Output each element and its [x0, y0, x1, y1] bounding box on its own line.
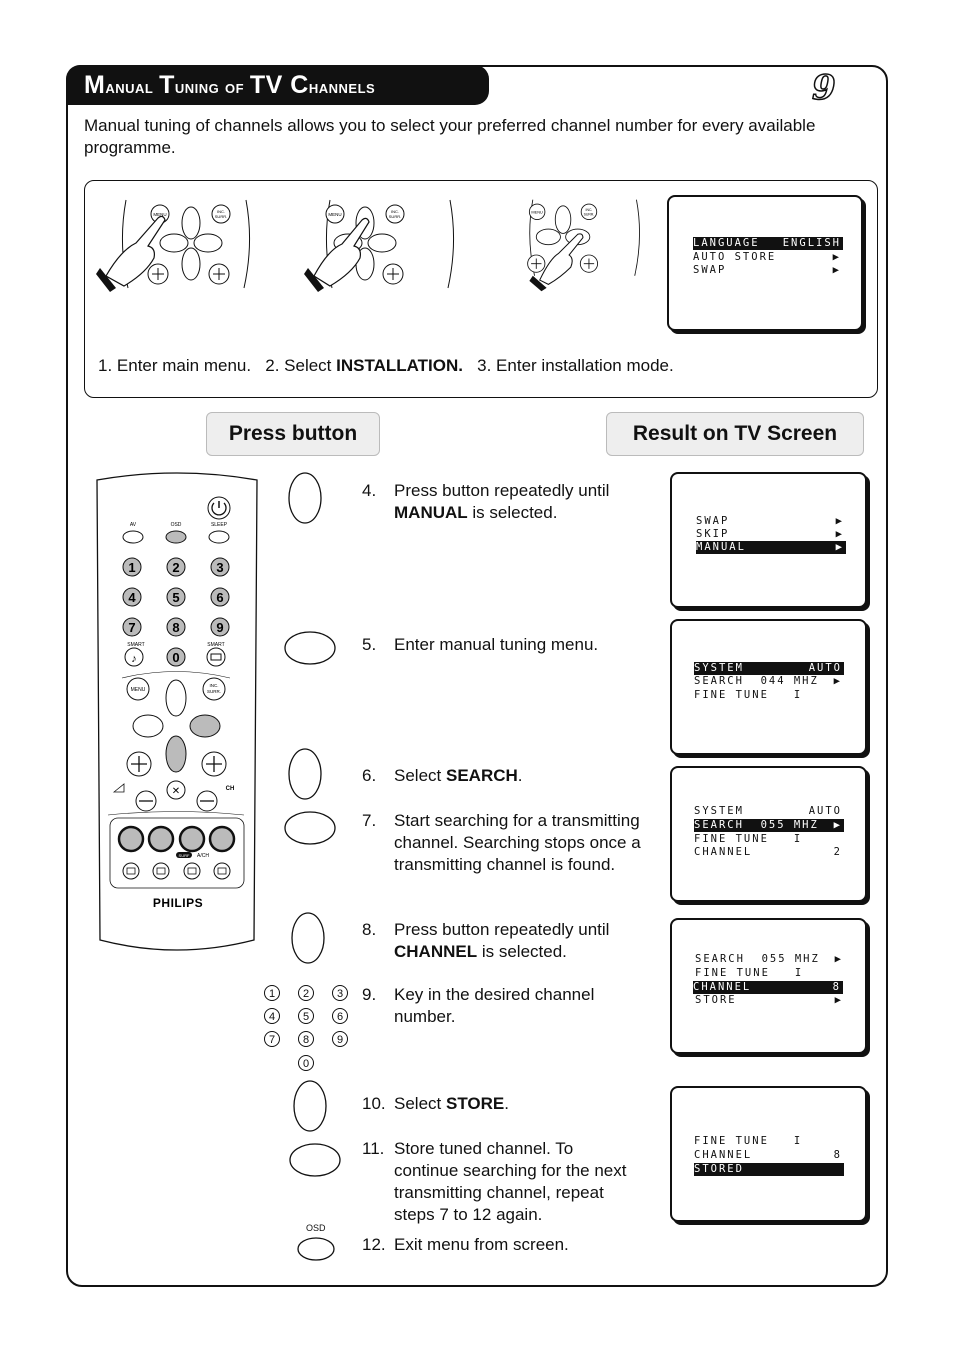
osd-text: OSD — [171, 522, 182, 528]
remote-control-illustration: AV OSD SLEEP 1 2 3 4 5 6 7 8 9 0 SMART S… — [96, 472, 258, 951]
screen-line-auto-store: AUTO STORE▶ — [693, 251, 841, 263]
svg-text:♪: ♪ — [131, 653, 137, 665]
digit-key-4: 4 — [264, 1008, 280, 1024]
digit-key-2: 2 — [298, 985, 314, 1001]
remote-key-5-text: 5 — [172, 590, 179, 605]
screen-line-fine-tune: FINE TUNE I — [695, 967, 804, 979]
remote-key-9-text: 9 — [216, 620, 223, 635]
inc-text: INC. — [217, 209, 225, 214]
screen-line-swap: SWAP▶ — [696, 515, 844, 527]
digit-key-6: 6 — [332, 1008, 348, 1024]
page-title: Manual Tuning of TV Channels — [66, 65, 489, 105]
tv-screen-manual-selected: SWAP▶ SKIP▶ MANUAL▶ — [670, 472, 867, 608]
hand-press-menu-illustration: MENU INC. SURR. — [96, 199, 251, 292]
ch-text: CH — [226, 786, 235, 792]
digit-key-9: 9 — [332, 1031, 348, 1047]
screen-line-manual: MANUAL▶ — [696, 541, 846, 554]
remote-key-4-text: 4 — [128, 590, 136, 605]
cursor-right-button-icon — [284, 631, 336, 665]
remote-key-7-text: 7 — [128, 620, 135, 635]
cursor-down-button-icon — [288, 748, 322, 800]
surr-text: SURR. — [389, 214, 401, 219]
inc-text: INC. — [586, 208, 593, 212]
page-number: 9 — [811, 67, 836, 109]
menu-text: MENU — [131, 687, 146, 693]
cursor-right-button-icon — [284, 811, 336, 845]
screen-line-store: STORE▶ — [695, 994, 843, 1006]
smart-text: SMART — [127, 642, 144, 648]
menu-text: MENU — [328, 212, 341, 217]
screen-line-search: SEARCH 055 MHZ▶ — [695, 953, 843, 965]
initial-steps-box — [84, 180, 878, 398]
hand-enter-installation-illustration: MENU INC. SURR. — [527, 199, 640, 292]
av-text: AV — [130, 522, 137, 528]
remote-key-1-text: 1 — [128, 560, 135, 575]
philips-text: PHILIPS — [153, 896, 203, 910]
screen-line-search: SEARCH 044 MHZ▶ — [694, 675, 842, 687]
cursor-down-button-icon — [293, 1080, 327, 1132]
ach-text: A/CH — [197, 853, 209, 859]
smart-text: SMART — [207, 642, 224, 648]
cursor-up-button-icon — [288, 472, 322, 524]
osd-button-label: OSD — [306, 1223, 326, 1233]
digit-key-0: 0 — [298, 1055, 314, 1071]
surr-text: SURR. — [584, 212, 595, 216]
surf-text: SURF — [179, 853, 190, 858]
svg-text:✕: ✕ — [172, 786, 180, 797]
remote-key-6-text: 6 — [216, 590, 223, 605]
remote-key-3-text: 3 — [216, 560, 223, 575]
digit-key-7: 7 — [264, 1031, 280, 1047]
screen-line-fine-tune: FINE TUNE I — [694, 1135, 803, 1147]
digit-key-3: 3 — [332, 985, 348, 1001]
initial-steps-text: 1. Enter main menu. 2. Select INSTALLATI… — [98, 356, 674, 375]
surr-text: SURR. — [207, 689, 221, 694]
screen-line-swap: SWAP▶ — [693, 264, 841, 276]
screen-line-fine-tune: FINE TUNE I — [694, 833, 803, 845]
screen-line-search: SEARCH 055 MHZ▶ — [694, 819, 844, 832]
cursor-down-button-icon — [291, 912, 325, 964]
digit-key-8: 8 — [298, 1031, 314, 1047]
cursor-right-button-icon — [289, 1143, 341, 1177]
digit-key-5: 5 — [298, 1008, 314, 1024]
hand-select-installation-illustration: MENU INC. SURR. — [304, 199, 455, 292]
intro-text: Manual tuning of channels allows you to … — [84, 116, 816, 157]
press-button-heading: Press button — [206, 412, 380, 456]
menu-text: MENU — [153, 212, 166, 217]
screen-line-stored: STORED — [694, 1163, 844, 1176]
screen-line-skip: SKIP▶ — [696, 528, 844, 540]
result-on-tv-screen-heading: Result on TV Screen — [606, 412, 864, 456]
screen-line-fine-tune: FINE TUNE I — [694, 689, 803, 701]
remote-key-8-text: 8 — [172, 620, 179, 635]
remote-key-2-text: 2 — [172, 560, 179, 575]
osd-button-icon — [297, 1237, 335, 1261]
sleep-text: SLEEP — [211, 522, 228, 528]
surr-text: SURR. — [215, 214, 227, 219]
inc-text: INC. — [391, 209, 399, 214]
digit-key-1: 1 — [264, 985, 280, 1001]
inc-text: INC. — [210, 683, 219, 688]
remote-key-0-text: 0 — [172, 650, 179, 665]
menu-text: MENU — [531, 210, 543, 215]
